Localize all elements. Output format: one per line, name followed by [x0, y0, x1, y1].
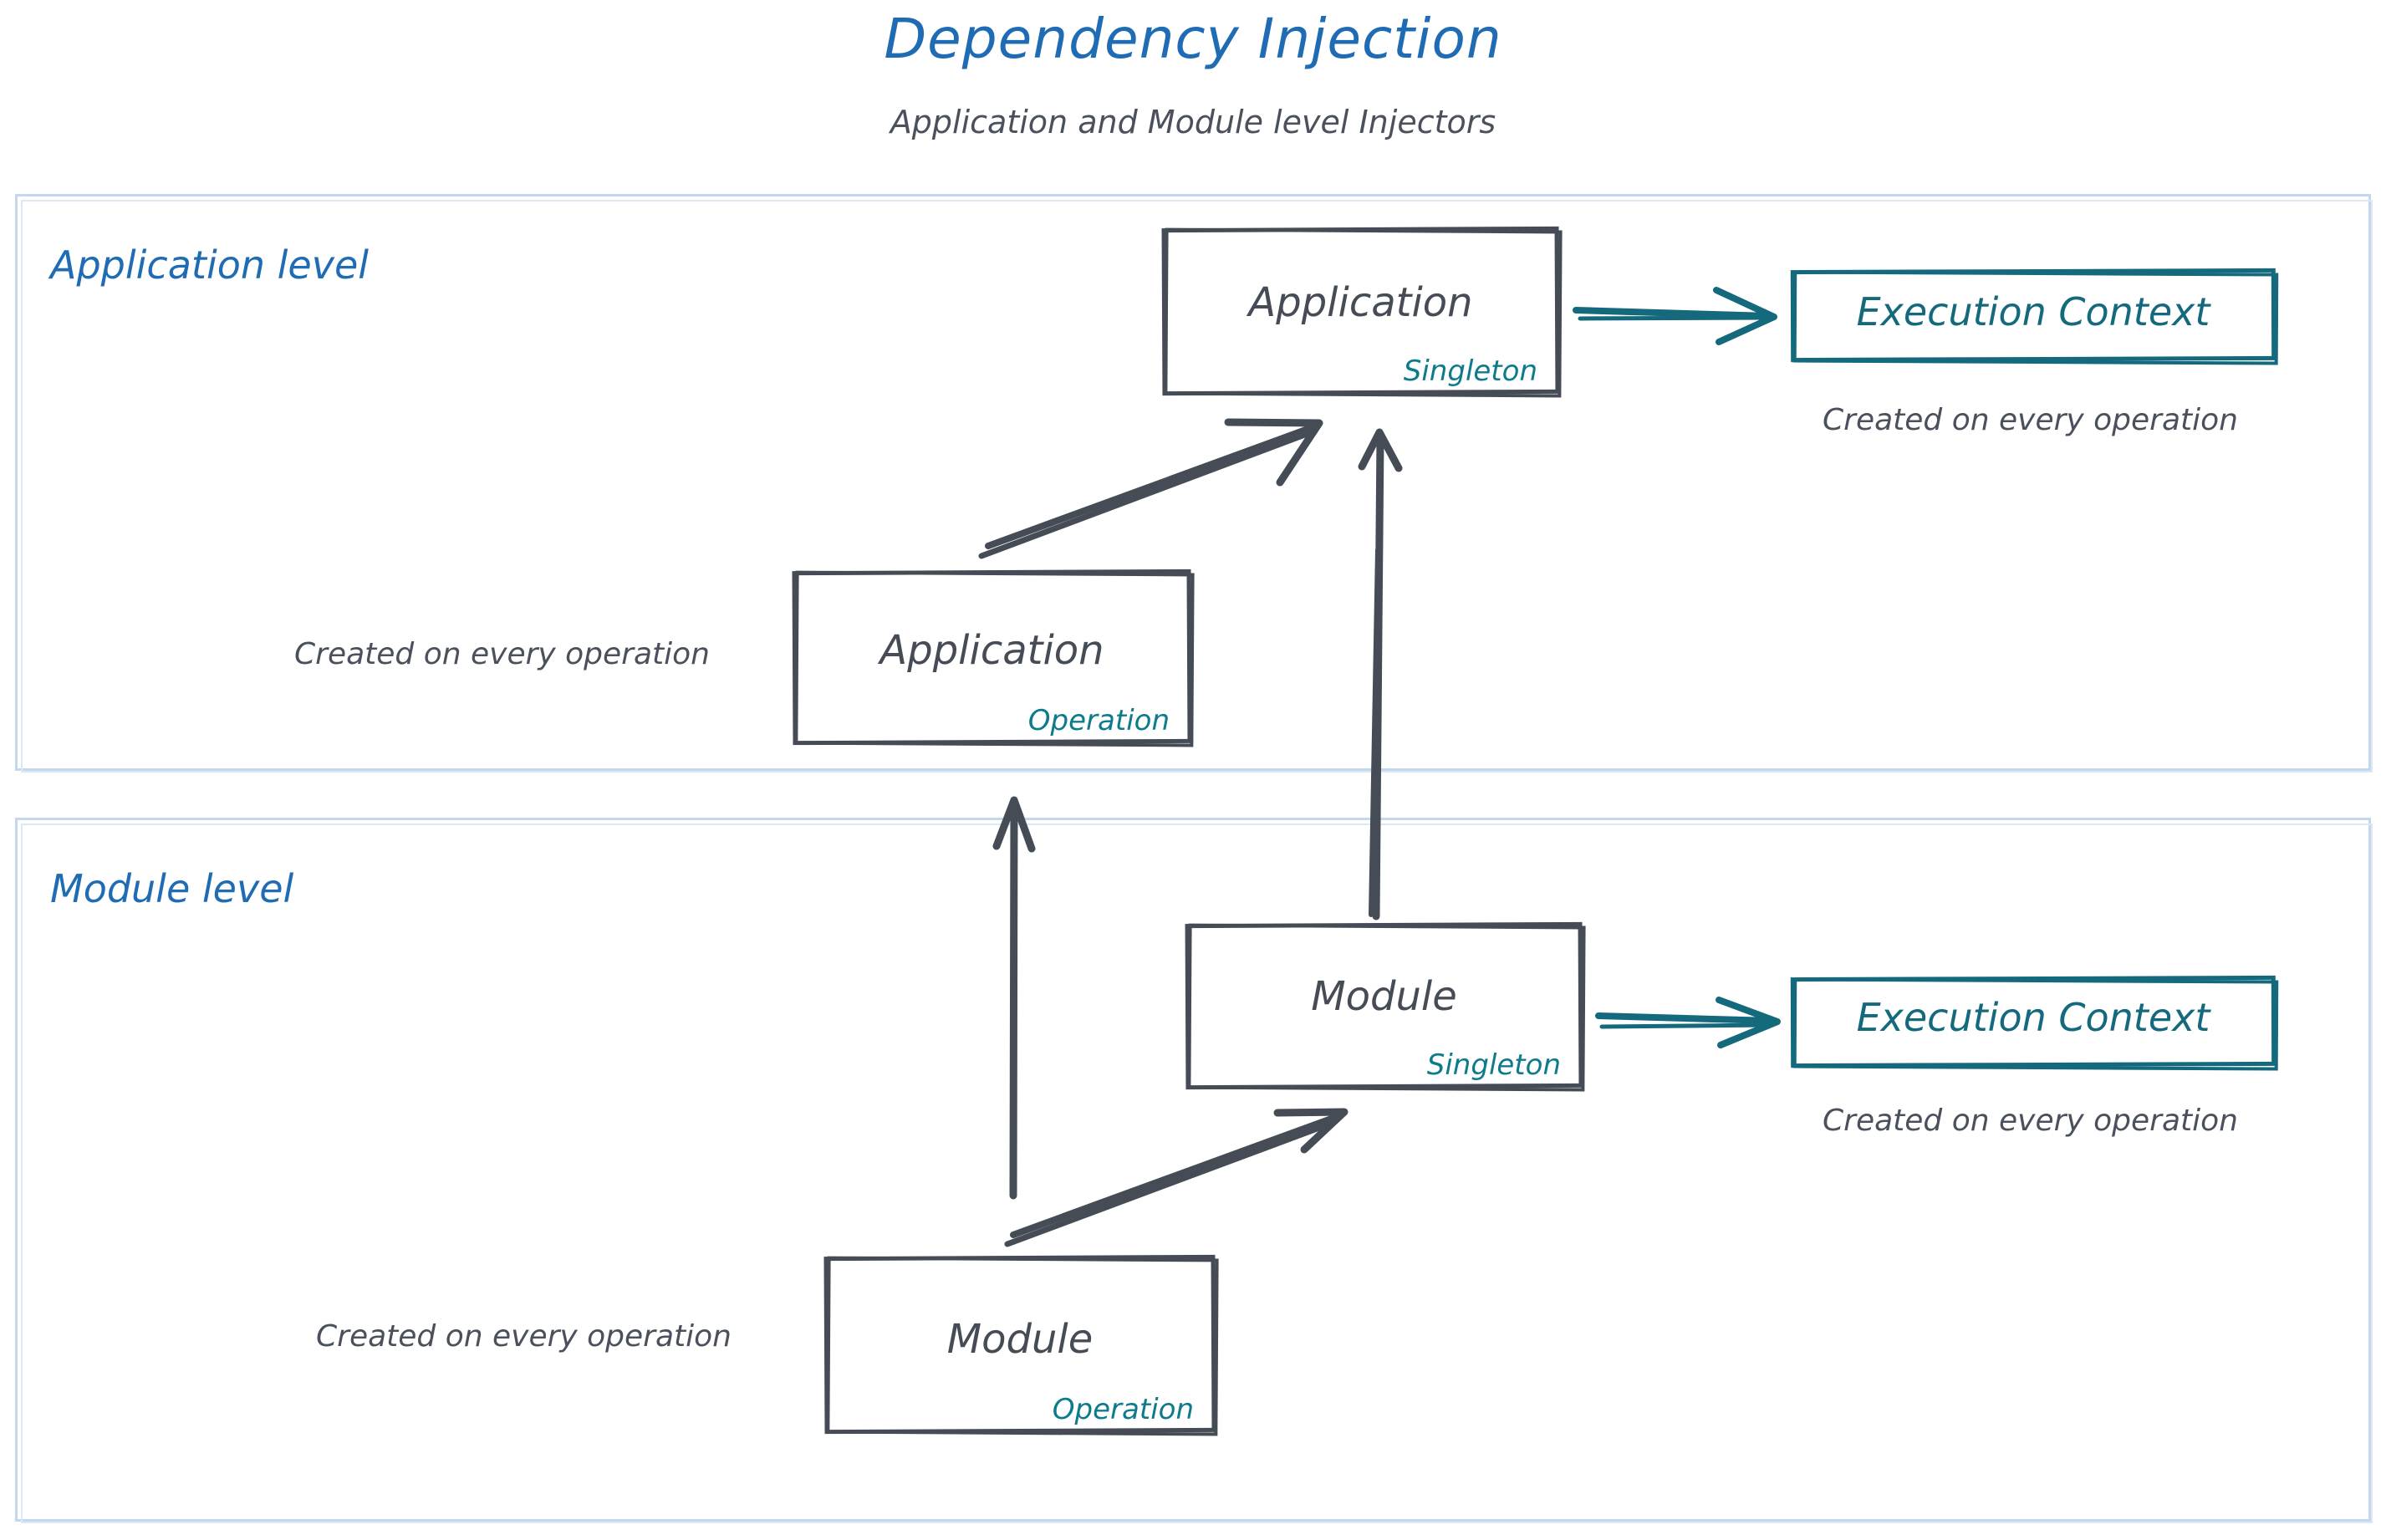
node-application-operation[interactable]: Application Operation [792, 569, 1195, 747]
node-application-singleton[interactable]: Application Singleton [1161, 226, 1563, 398]
node-scope-badge: Singleton [1426, 1048, 1561, 1082]
application-level-label: Application level [50, 242, 370, 288]
node-scope-badge: Operation [1027, 704, 1170, 737]
node-scope-badge: Singleton [1403, 354, 1537, 388]
node-title: Application [879, 627, 1104, 674]
node-application-execution-context[interactable]: Execution Context [1790, 268, 2279, 365]
caption-application-operation: Created on every operation [294, 637, 710, 671]
page-subtitle: Application and Module level Injectors [890, 104, 1496, 140]
node-title: Module [1311, 973, 1457, 1020]
caption-module-execution-context: Created on every operation [1823, 1104, 2238, 1138]
node-module-operation[interactable]: Module Operation [823, 1254, 1219, 1436]
node-scope-badge: Operation [1052, 1393, 1194, 1426]
module-level-label: Module level [50, 866, 294, 911]
caption-application-execution-context: Created on every operation [1823, 403, 2238, 437]
node-title: Module [946, 1316, 1094, 1363]
node-module-singleton[interactable]: Module Singleton [1185, 921, 1586, 1092]
node-module-execution-context[interactable]: Execution Context [1790, 975, 2279, 1071]
page-title: Dependency Injection [884, 7, 1502, 71]
node-title: Application [1248, 279, 1473, 326]
node-title: Execution Context [1856, 289, 2210, 334]
caption-module-operation: Created on every operation [316, 1319, 732, 1354]
node-title: Execution Context [1856, 995, 2210, 1040]
